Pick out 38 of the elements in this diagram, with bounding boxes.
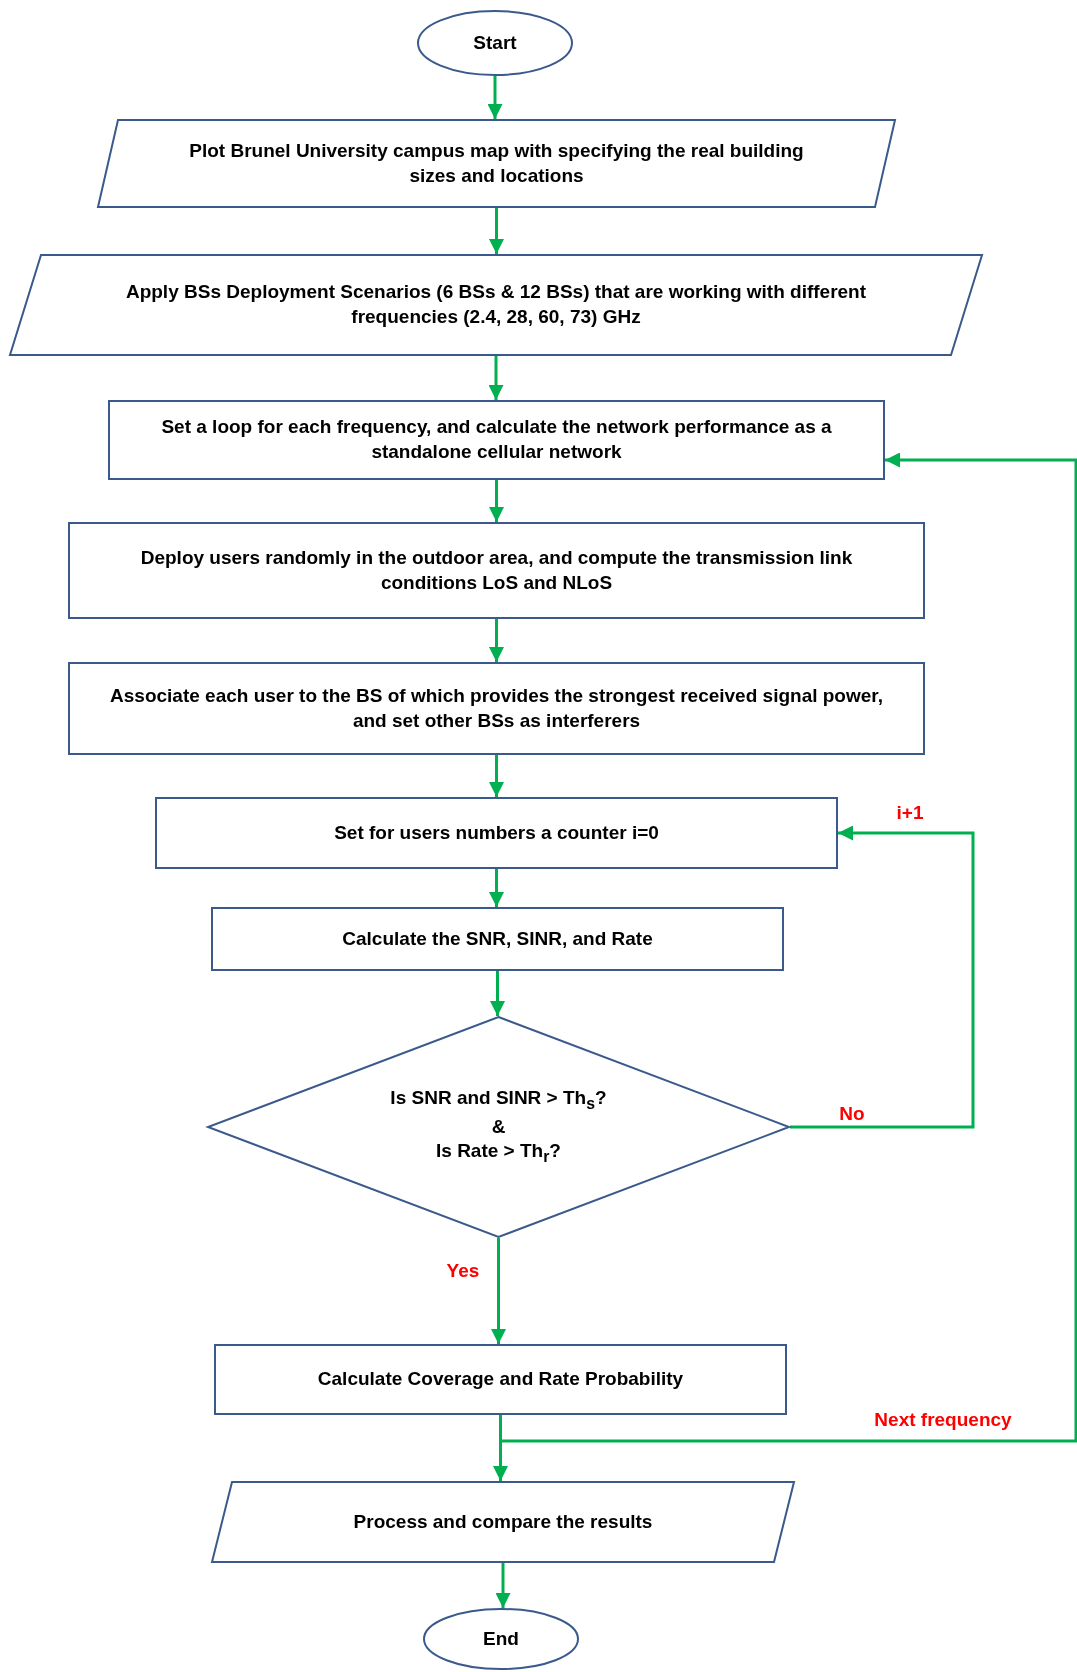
node-text: Deploy users randomly in the outdoor area, and compute the transmission link conditions LoS and NLoS xyxy=(139,545,854,595)
arrow xyxy=(489,869,504,907)
node-text: Apply BSs Deployment Scenarios (6 BSs & 12 BSs) that are working with different frequencies (2.4, 28, 60, 73) GHz xyxy=(124,280,868,329)
input-parallelogram xyxy=(211,1481,795,1563)
node-text: Is SNR and SINR > Th$_{s}$? xyxy=(390,1086,607,1115)
arrow xyxy=(490,971,505,1016)
node-text: Start xyxy=(473,30,517,55)
terminator-ellipse xyxy=(417,10,573,76)
process-box xyxy=(68,662,925,755)
arrow xyxy=(499,452,1077,1443)
arrow xyxy=(489,755,504,797)
arrow xyxy=(790,825,975,1129)
input-parallelogram xyxy=(97,119,896,208)
arrow xyxy=(489,208,504,254)
process-box xyxy=(155,797,838,869)
process-box xyxy=(108,400,885,480)
node-text: Associate each user to the BS of which provides the strongest received signal power, and set other BSs as interferers xyxy=(109,683,884,733)
node-text: & xyxy=(491,1114,506,1139)
node-text: Set for users numbers a counter i=0 xyxy=(334,820,659,845)
terminator-ellipse xyxy=(423,1608,579,1670)
arrow xyxy=(491,1238,506,1344)
decision-diamond xyxy=(207,1016,790,1238)
node-text: End xyxy=(483,1626,519,1651)
arrow xyxy=(489,619,504,662)
arrow xyxy=(487,76,503,119)
arrow xyxy=(489,480,504,522)
process-box xyxy=(214,1344,787,1415)
node-text: Calculate Coverage and Rate Probability xyxy=(317,1367,684,1392)
node-text: Set a loop for each frequency, and calculate the network performance as a standalone cellular network xyxy=(160,415,833,464)
node-text: Is Rate > Th$_{r}$? xyxy=(436,1139,561,1168)
input-parallelogram xyxy=(9,254,983,356)
process-box xyxy=(68,522,925,619)
node-text: Process and compare the results xyxy=(353,1509,653,1534)
process-box xyxy=(211,907,784,971)
arrow xyxy=(488,356,504,400)
node-text: Plot Brunel University campus map with specifying the real building sizes and locations xyxy=(188,138,805,188)
node-text: Calculate the SNR, SINR, and Rate xyxy=(342,926,653,951)
arrow xyxy=(495,1563,511,1608)
